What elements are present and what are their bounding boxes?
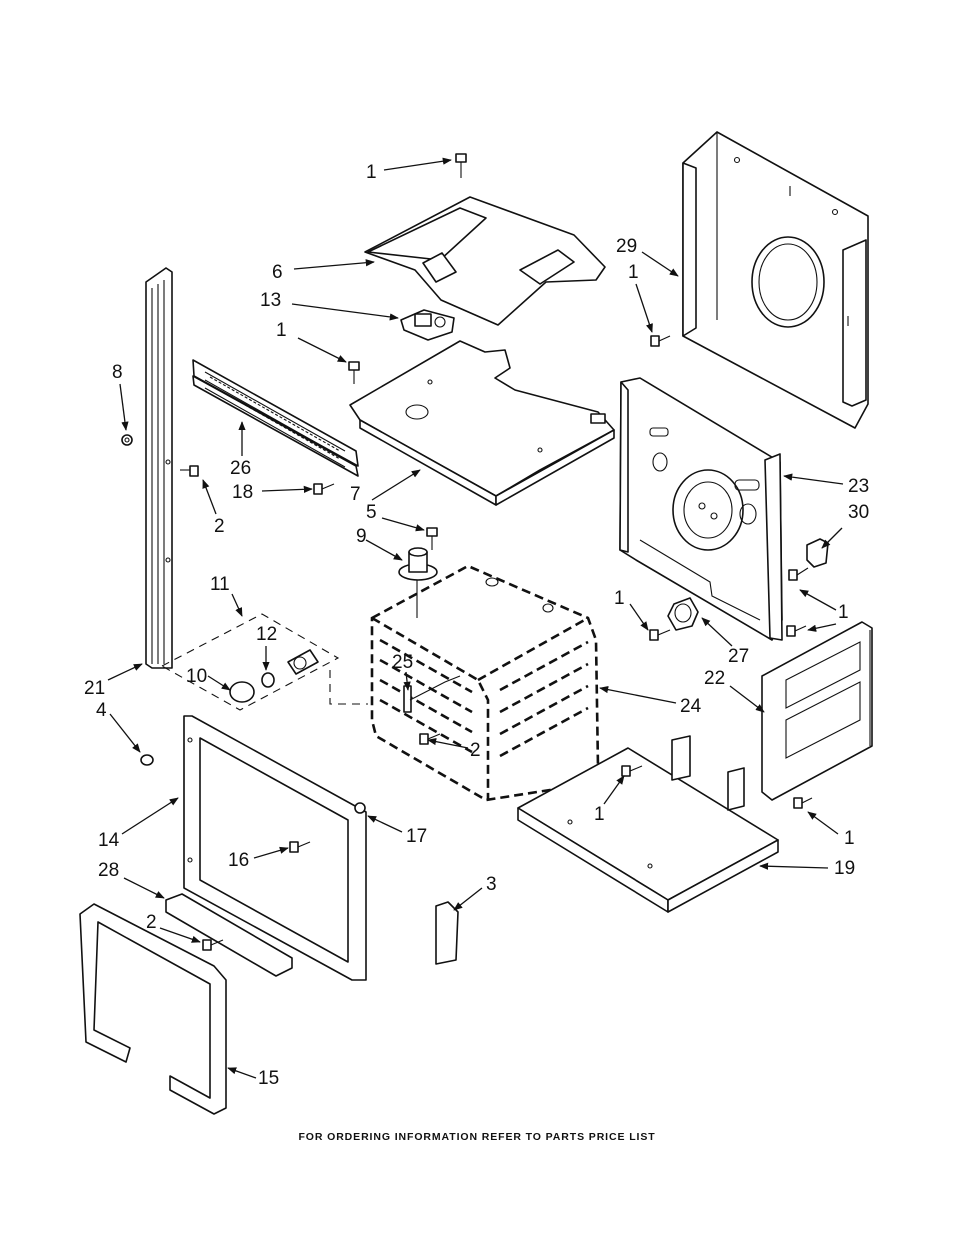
screw-icon (426, 527, 438, 550)
screw-icon (419, 733, 441, 745)
door-gasket-part (79, 903, 227, 1115)
small-bracket-part (435, 901, 459, 965)
leader-lines (107, 157, 844, 1079)
callout-1: 1 (366, 162, 377, 183)
callout-17: 17 (406, 826, 427, 847)
callout-1: 1 (276, 320, 287, 341)
oven-top-panel-part (349, 340, 615, 506)
callout-18: 18 (232, 482, 253, 503)
sensor-part (403, 675, 461, 713)
callout-12: 12 (256, 624, 277, 645)
screw-icon (650, 335, 671, 347)
callout-2: 2 (470, 740, 481, 761)
screw-icon (793, 797, 813, 809)
callout-28: 28 (98, 860, 119, 881)
callout-1: 1 (594, 804, 605, 825)
callout-4: 4 (96, 700, 107, 721)
door-trim-bracket-part (165, 893, 293, 977)
screw-icon (649, 629, 671, 641)
callout-21: 21 (84, 678, 105, 699)
callout-24: 24 (680, 696, 702, 717)
callout-1: 1 (628, 262, 639, 283)
side-trim-part (145, 267, 173, 669)
callout-16: 16 (228, 850, 249, 871)
callout-11: 11 (210, 574, 230, 595)
screw-icon (786, 625, 807, 637)
vent-grille-part (192, 359, 359, 477)
callout-1: 1 (844, 828, 855, 849)
callout-labels: 1 6 13 1 29 1 8 26 2 18 7 23 5 30 9 11 1… (84, 162, 869, 1089)
callout-30: 30 (848, 502, 869, 523)
upper-baffle-part (364, 196, 606, 326)
callout-15: 15 (258, 1068, 279, 1089)
callout-2: 2 (146, 912, 157, 933)
callout-22: 22 (704, 668, 725, 689)
callout-13: 13 (260, 290, 281, 311)
callout-14: 14 (98, 830, 120, 851)
door-frame-part (183, 715, 367, 981)
callout-10: 10 (186, 666, 207, 687)
screw-icon (313, 483, 335, 495)
callout-19: 19 (834, 858, 855, 879)
screw-icon (348, 361, 360, 384)
right-side-panel-part (761, 621, 873, 801)
callout-1: 1 (838, 602, 849, 623)
callout-29: 29 (616, 236, 637, 257)
fan-blade-part (667, 597, 699, 631)
callout-25: 25 (392, 652, 413, 673)
screw-fasteners (121, 153, 813, 951)
screw-icon (788, 567, 809, 581)
oven-rear-wall-part (619, 377, 783, 641)
callout-9: 9 (356, 526, 367, 547)
callout-8: 8 (112, 362, 123, 383)
callout-7: 7 (350, 484, 361, 505)
oven-cavity-part (370, 564, 600, 802)
callout-1: 1 (614, 588, 625, 609)
callout-5: 5 (366, 502, 377, 523)
screw-icon (202, 939, 224, 951)
screw-icon (621, 765, 643, 777)
fan-motor-part (398, 547, 438, 618)
callout-23: 23 (848, 476, 869, 497)
nut-icon (121, 434, 133, 446)
rear-panel-part (682, 131, 869, 429)
callout-6: 6 (272, 262, 283, 283)
screw-icon (455, 153, 467, 178)
callout-3: 3 (486, 874, 497, 895)
ordering-info-footer: FOR ORDERING INFORMATION REFER TO PARTS … (298, 1131, 656, 1143)
screw-icon (180, 465, 199, 477)
bracket-part (806, 538, 829, 568)
bottom-tray-part (517, 735, 779, 913)
screw-icon (289, 841, 311, 853)
callout-2: 2 (214, 516, 225, 537)
plug-icon (140, 754, 154, 766)
light-assembly-group (160, 613, 368, 711)
callout-27: 27 (728, 646, 749, 667)
callout-26: 26 (230, 458, 251, 479)
thermostat-part (400, 309, 455, 341)
